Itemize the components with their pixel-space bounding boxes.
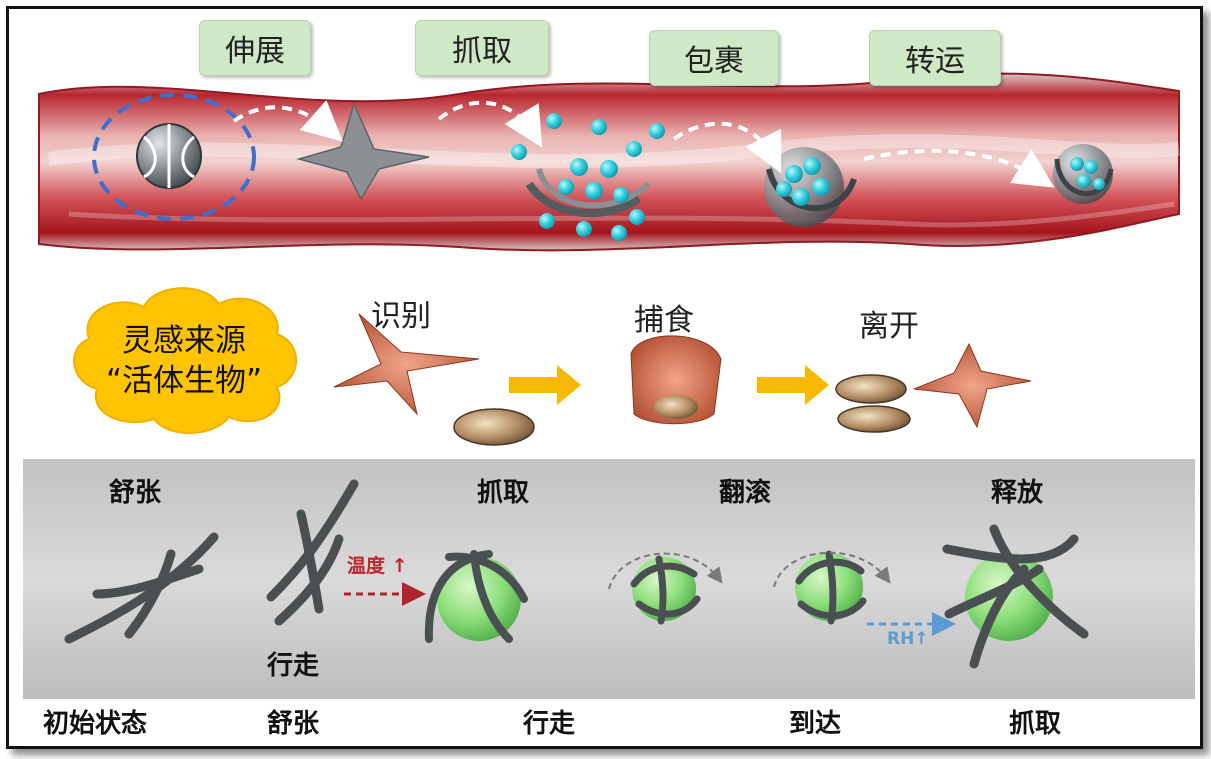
process-arrows [232,100,1055,188]
robot-grab-legs [424,550,528,643]
green-ball-grab [437,557,521,641]
bottom-label-walk: 行走 [523,709,576,739]
step-feed-label: 捕食 [634,303,694,338]
transport-robot [1053,144,1114,204]
highlight-ring [92,93,256,221]
stage-transport-tag: 转运 [869,30,1001,86]
roll-arrow-1 [608,552,723,590]
starfish-leaving [913,342,1032,429]
yellow-arrow-2 [757,365,829,405]
robot-relax-label: 舒张 [109,478,162,508]
cloud-line-2: “活体生物” [105,363,263,399]
clam-open [835,374,911,433]
starfish-feeding [630,335,722,425]
stage-wrap-tag: 包裹 [649,30,779,86]
cyan-particles [511,113,1105,241]
figure-frame: 伸展 抓取 包裹 转运 灵感来源 “活体生物” 识别 捕食 离开 舒张 抓取 翻… [6,6,1203,749]
stretched-robot-star [296,101,430,201]
cloud-line-1: 灵感来源 [122,323,246,359]
robot-release-legs [942,524,1089,669]
robot-walking [266,479,359,626]
yellow-arrow-1 [509,365,581,405]
wrapping-robot [764,147,857,227]
grabbing-robot [525,168,651,218]
robot-initial [64,532,219,644]
clam-closed [453,408,535,446]
robot-walk-label: 行走 [267,651,320,681]
bottom-label-grab: 抓取 [1009,709,1062,739]
robot-roll-legs [630,555,701,625]
robot-release-label: 释放 [991,478,1044,508]
temperature-label: 温度 ↑ [347,551,408,578]
rh-label: RH↑ [887,629,929,649]
stage-grab-tag: 抓取 [415,20,549,76]
step-leave-label: 离开 [859,309,919,344]
temperature-text: 温度 [347,555,386,577]
step-recognize-label: 识别 [371,299,431,334]
closed-robot-sphere [136,123,202,189]
starfish-recognize [333,313,480,416]
cloud-label: 灵感来源 “活体生物” [79,321,289,401]
inspiration-cloud [73,287,298,434]
scene-graphics [23,72,1195,699]
robot-grab-label: 抓取 [477,478,530,508]
bottom-label-arrive: 到达 [789,709,842,739]
robot-roll-label: 翻滚 [719,478,772,508]
robot-arrive-legs [795,550,867,625]
bottom-label-relax: 舒张 [267,709,320,739]
bottom-label-initial: 初始状态 [43,709,148,739]
stage-stretch-tag: 伸展 [199,20,311,76]
roll-arrow-2 [773,551,891,588]
temperature-up-arrow-icon: ↑ [385,555,408,577]
